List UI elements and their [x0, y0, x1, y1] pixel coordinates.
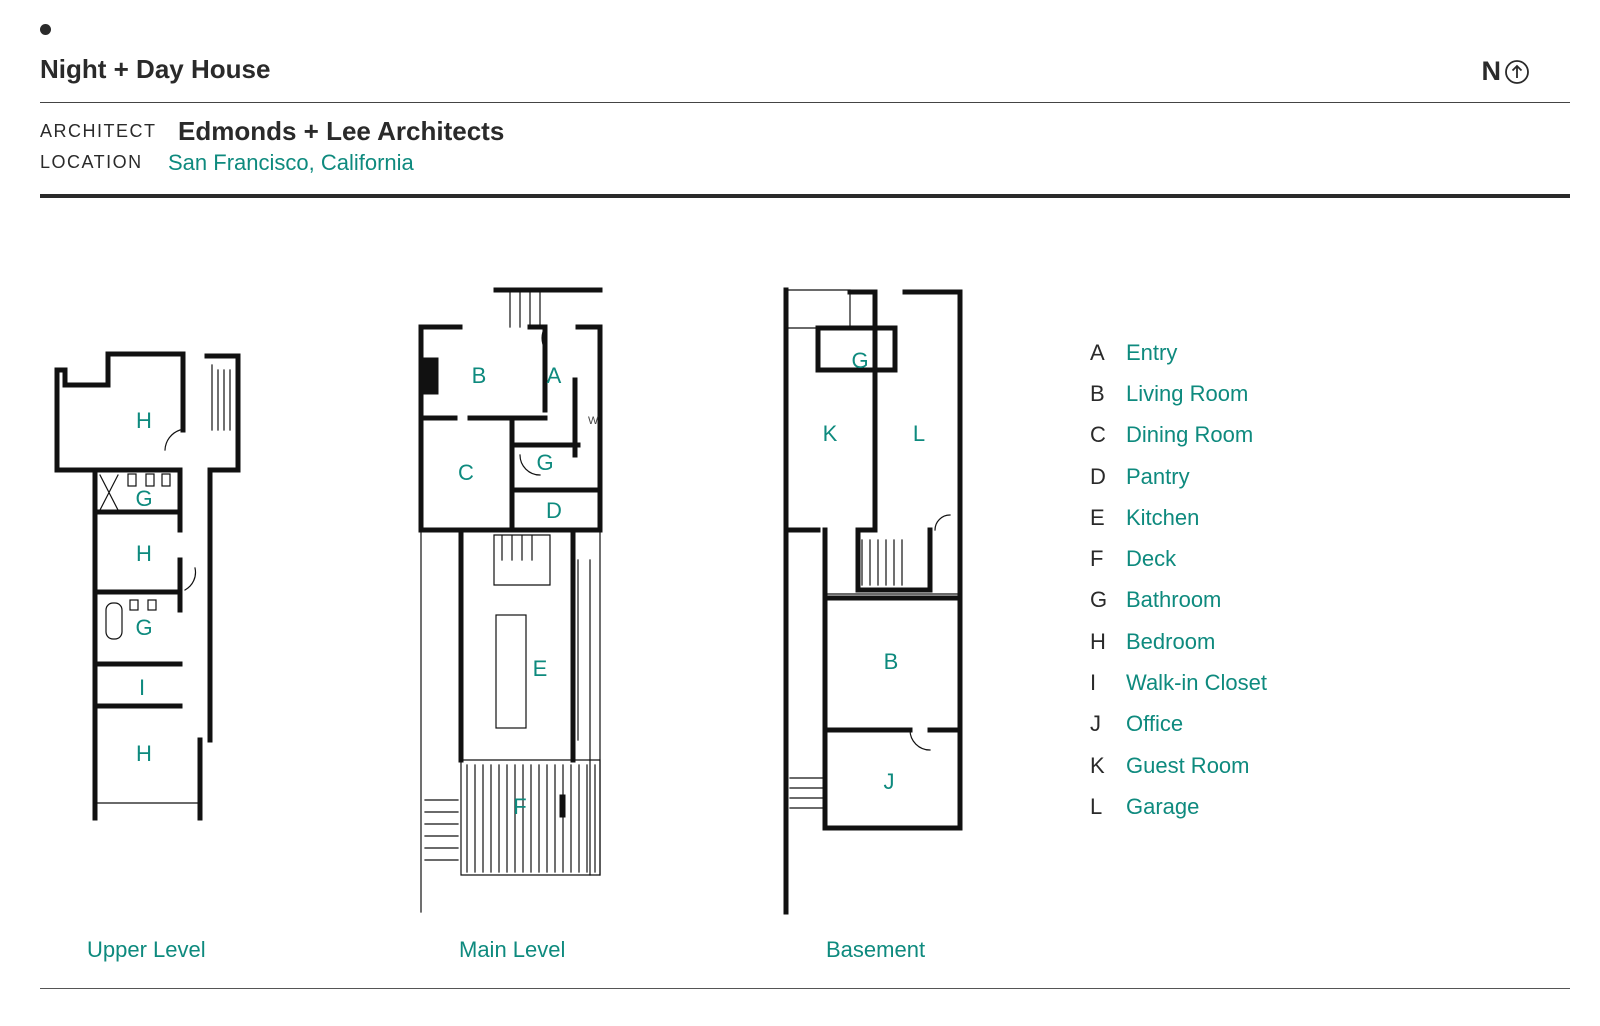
room-label: G [135, 486, 152, 511]
location-label: LOCATION [40, 152, 143, 172]
room-label: E [533, 656, 548, 681]
legend-item: B Living Room [1090, 373, 1267, 414]
legend-key: L [1090, 793, 1103, 819]
basement-plan: G K L B J [783, 287, 963, 915]
basement-label: Basement [826, 937, 926, 962]
footer-divider [40, 988, 1570, 989]
north-arrow-icon [1505, 59, 1529, 84]
room-label: K [823, 421, 838, 446]
room-label: I [139, 675, 145, 700]
room-label: L [913, 421, 925, 446]
legend-value: Office [1126, 711, 1184, 737]
legend-key: E [1090, 504, 1105, 530]
room-label: B [472, 363, 487, 388]
page-title: Night + Day House [40, 54, 271, 84]
legend-key: J [1090, 711, 1101, 737]
architect-name: Edmonds + Lee Architects [178, 116, 505, 146]
legend-key: H [1090, 628, 1106, 654]
room-label: H [136, 741, 152, 766]
north-label: N [1481, 56, 1502, 86]
legend-key: B [1090, 380, 1105, 406]
legend-value: Kitchen [1126, 504, 1200, 530]
legend-item: L Garage [1090, 786, 1267, 827]
legend-item: K Guest Room [1090, 745, 1267, 786]
legend-key: I [1090, 670, 1097, 696]
meta-divider [40, 194, 1570, 198]
legend-key: F [1090, 546, 1104, 572]
legend-value: Bedroom [1126, 628, 1216, 654]
legend-item: A Entry [1090, 332, 1267, 373]
room-label: C [458, 460, 474, 485]
legend-value: Entry [1126, 339, 1178, 365]
legend-key: K [1090, 752, 1105, 778]
architect-label: ARCHITECT [40, 121, 157, 141]
upper-level-plan: H G H G I H [54, 351, 241, 821]
legend-item: H Bedroom [1090, 621, 1267, 662]
room-label: F [513, 794, 526, 819]
legend-item: J Office [1090, 704, 1267, 745]
legend-key: G [1090, 587, 1108, 613]
bullet-dot [40, 24, 51, 35]
legend-item: C Dining Room [1090, 415, 1267, 456]
room-label: G [536, 450, 553, 475]
north-indicator: N [1482, 56, 1531, 87]
legend-item: I Walk-in Closet [1090, 662, 1267, 703]
legend-key: C [1090, 422, 1106, 448]
room-label: H [136, 541, 152, 566]
room-label: H [136, 408, 152, 433]
location-value: San Francisco, California [168, 150, 414, 175]
main-level-plan: B A C G D E F W [418, 287, 603, 913]
main-level-label: Main Level [459, 937, 566, 962]
legend-item: G Bathroom [1090, 580, 1267, 621]
room-label: A [547, 363, 562, 388]
legend-value: Deck [1126, 546, 1177, 572]
room-label: J [884, 769, 895, 794]
room-label: G [851, 348, 868, 373]
legend-value: Dining Room [1126, 422, 1254, 448]
legend-value: Walk-in Closet [1126, 670, 1267, 696]
legend-value: Bathroom [1126, 587, 1222, 613]
legend-value: Garage [1126, 793, 1200, 819]
upper-level-label: Upper Level [87, 937, 206, 962]
legend-value: Pantry [1126, 463, 1190, 489]
legend-value: Living Room [1126, 380, 1249, 406]
room-label: D [546, 498, 562, 523]
header-divider [40, 102, 1570, 103]
legend-item: D Pantry [1090, 456, 1267, 497]
legend-value: Guest Room [1126, 752, 1250, 778]
plan-note: W [588, 415, 599, 427]
room-label: G [135, 615, 152, 640]
room-label: B [884, 649, 899, 674]
legend-item: F Deck [1090, 538, 1267, 579]
legend-key: A [1090, 339, 1105, 365]
legend-key: D [1090, 463, 1106, 489]
legend-item: E Kitchen [1090, 497, 1267, 538]
